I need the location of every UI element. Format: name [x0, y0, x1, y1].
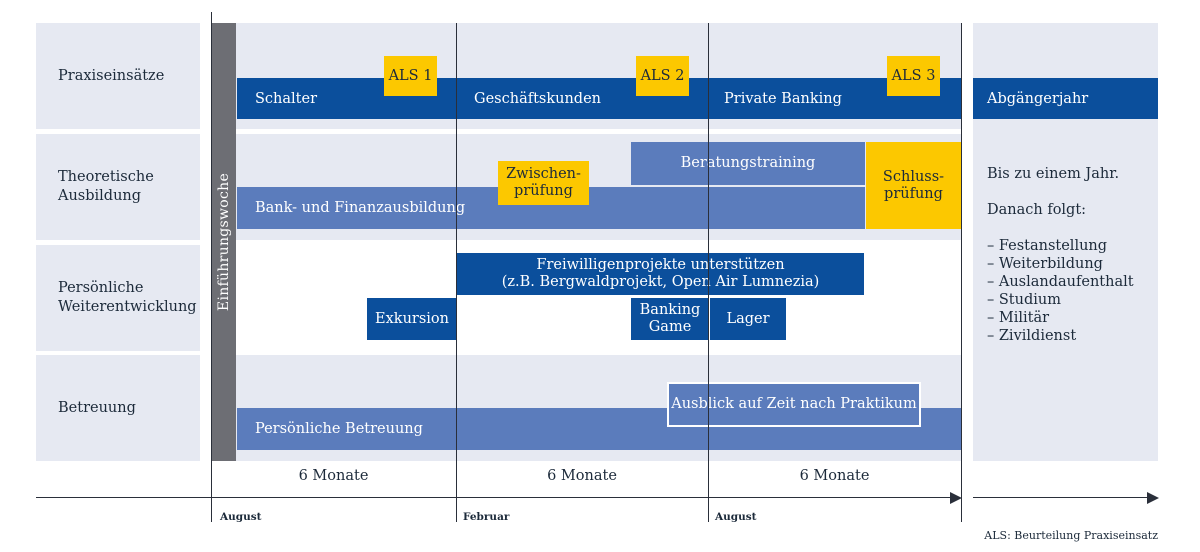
tick-februar: Februar	[463, 511, 510, 523]
bank-finanzausbildung-label: Bank- und Finanzausbildung	[255, 200, 466, 216]
zwischenpruefung-line2: prüfung	[514, 183, 573, 199]
zwischenpruefung-line1: Zwischen-	[506, 166, 581, 182]
schalter-label: Schalter	[255, 90, 318, 107]
next-step-item: – Militär	[987, 310, 1050, 326]
row-label-persoenlich-line2: Weiterentwicklung	[58, 299, 197, 315]
zwischenpruefung-badge: Zwischen-prüfung	[498, 161, 589, 205]
banking-game-line1: Banking	[639, 302, 701, 318]
private-banking-label: Private Banking	[724, 90, 842, 107]
freiwilligenprojekte-line1: Freiwilligenprojekte unterstützen	[536, 257, 785, 273]
legend-note: ALS: Beurteilung Praxiseinsatz	[984, 529, 1158, 542]
right-line-1: Bis zu einem Jahr.	[987, 166, 1120, 182]
row-label-theorie-line2: Ausbildung	[58, 188, 142, 204]
ausblick-bar: Ausblick auf Zeit nach Praktikum	[667, 382, 921, 427]
ausblick-label: Ausblick auf Zeit nach Praktikum	[671, 396, 917, 412]
next-steps-list: – Festanstellung – Weiterbildung – Ausla…	[987, 237, 1158, 345]
einfuehrungswoche-label: Einführungswoche	[216, 172, 232, 312]
schlusspruefung-line2: prüfung	[884, 185, 943, 202]
exkursion-bar: Exkursion	[367, 298, 457, 340]
bank-finanzausbildung-bar: Bank- und Finanzausbildung	[237, 187, 865, 229]
divider-august-start	[211, 12, 212, 522]
next-step-item: – Weiterbildung	[987, 256, 1103, 272]
geschaeftskunden-label: Geschäftskunden	[474, 90, 602, 107]
months-label-2: 6 Monate	[547, 468, 617, 484]
timeline-extension-arrowhead	[1147, 492, 1159, 504]
next-step-item: – Studium	[987, 292, 1061, 308]
row-label-theorie-line1: Theoretische	[58, 169, 154, 185]
banking-game-line2: Game	[648, 319, 692, 335]
schlusspruefung-badge: Schluss-prüfung	[866, 142, 961, 229]
als3-badge: ALS 3	[887, 56, 940, 96]
right-panel-text: Bis zu einem Jahr. Danach folgt: – Festa…	[973, 165, 1158, 365]
timeline-axis	[36, 497, 950, 498]
freiwilligenprojekte-bar: Freiwilligenprojekte unterstützen(z.B. B…	[457, 253, 864, 295]
abgaengerjahr-label: Abgängerjahr	[987, 90, 1089, 107]
months-label-1: 6 Monate	[298, 468, 369, 484]
persoenliche-betreuung-label: Persönliche Betreuung	[255, 421, 423, 437]
praxis-bar	[237, 78, 961, 119]
next-step-item: – Festanstellung	[987, 238, 1108, 254]
row-label-praxis-text: Praxiseinsätze	[58, 67, 165, 84]
tick-august-start: August	[220, 511, 262, 523]
row-label-betreuung-text: Betreuung	[58, 399, 136, 416]
als1-label: ALS 1	[388, 67, 433, 84]
exkursion-label: Exkursion	[375, 310, 449, 327]
tick-august: August	[715, 511, 757, 523]
timeline-axis-extension	[973, 497, 1148, 498]
row-label-persoenlich-line1: Persönliche	[58, 280, 144, 296]
next-step-item: – Auslandaufenthalt	[987, 274, 1134, 290]
als3-label: ALS 3	[891, 67, 936, 84]
next-step-item: – Zivildienst	[987, 328, 1077, 344]
als1-badge: ALS 1	[384, 56, 437, 96]
timeline-arrowhead	[950, 492, 962, 504]
beratungstraining-bar: Beratungstraining	[631, 142, 865, 185]
lager-label: Lager	[726, 310, 770, 327]
right-line-2: Danach folgt:	[987, 202, 1087, 218]
als2-badge: ALS 2	[636, 56, 689, 96]
divider-februar	[456, 23, 457, 522]
row-label-betreuung: Betreuung	[36, 355, 200, 461]
schlusspruefung-line1: Schluss-	[882, 168, 945, 185]
als2-label: ALS 2	[640, 67, 685, 84]
lager-bar: Lager	[710, 298, 786, 340]
months-label-3: 6 Monate	[799, 468, 870, 484]
beratungstraining-label: Beratungstraining	[680, 155, 816, 171]
freiwilligenprojekte-line2: (z.B. Bergwaldprojekt, Open Air Lumnezia…	[501, 274, 820, 290]
einfuehrungswoche-bar: Einführungswoche	[212, 23, 236, 461]
row-label-praxis: Praxiseinsätze	[36, 23, 200, 129]
divider-end	[961, 23, 962, 522]
abgaengerjahr-bar: Abgängerjahr	[973, 78, 1158, 119]
divider-august	[708, 23, 709, 522]
